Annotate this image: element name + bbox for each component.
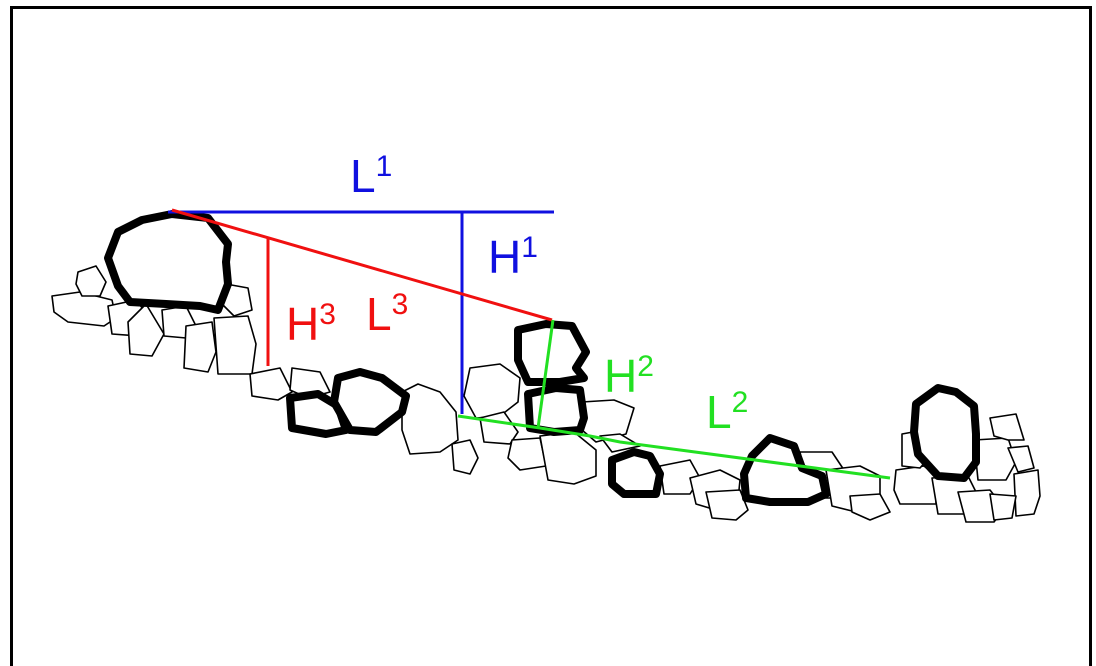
h2-line bbox=[536, 319, 555, 429]
l3-h3-lines bbox=[171, 208, 553, 366]
l2-h2-lines bbox=[457, 319, 891, 480]
label-l3: L3 bbox=[366, 288, 408, 340]
l3-line bbox=[171, 208, 553, 322]
rock-slope-diagram: L1 H1 H3 L3 H2 L2 bbox=[51, 150, 1041, 523]
label-h2: H2 bbox=[604, 350, 654, 402]
label-l2: L2 bbox=[706, 386, 748, 438]
l2-line bbox=[457, 414, 891, 480]
large-boulders bbox=[104, 210, 980, 506]
label-l1: L1 bbox=[350, 150, 392, 202]
label-h1: H1 bbox=[488, 231, 538, 283]
label-h3: H3 bbox=[286, 298, 336, 350]
l1-h1-lines bbox=[168, 210, 554, 414]
